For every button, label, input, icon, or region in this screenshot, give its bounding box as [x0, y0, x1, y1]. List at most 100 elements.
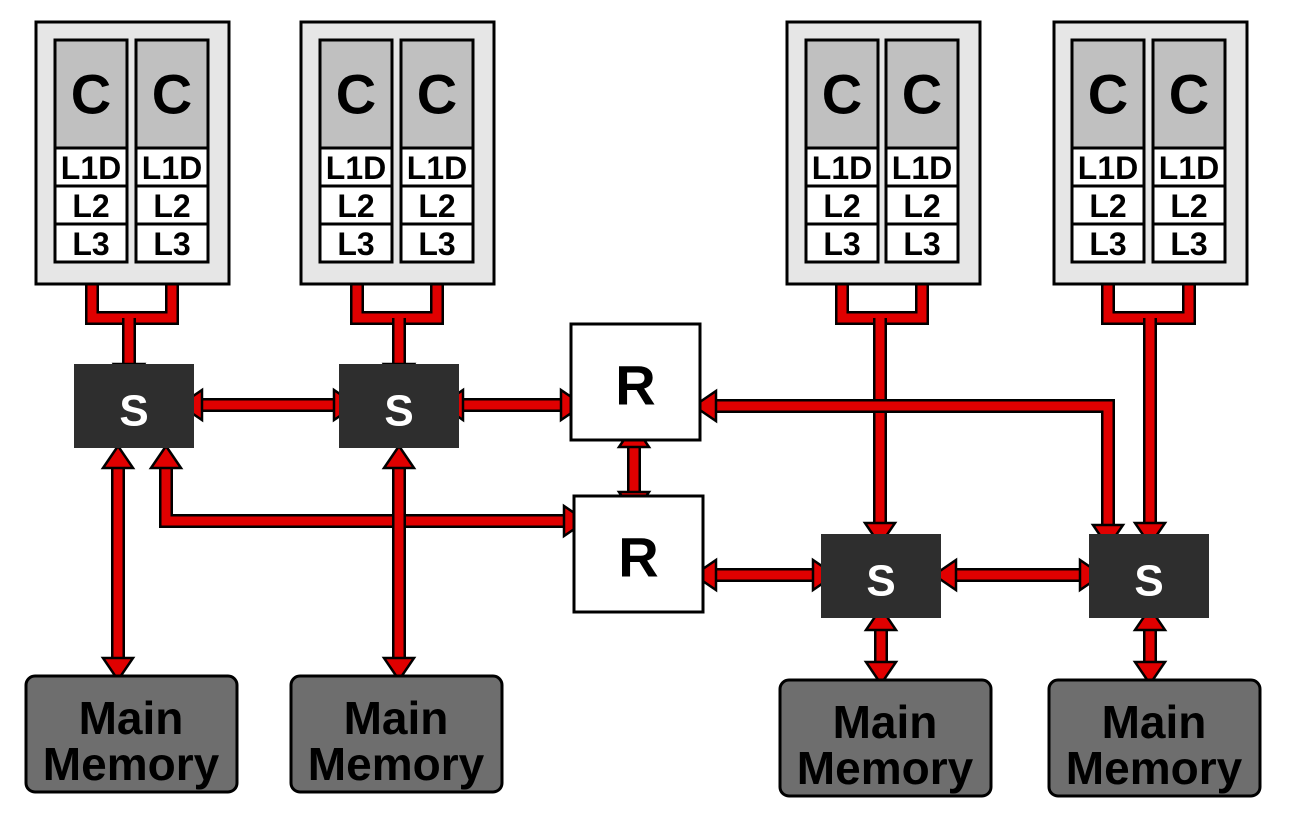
link-s2-r1: [438, 387, 586, 423]
router-label: R: [618, 526, 658, 589]
l1d-cache: [318, 146, 394, 188]
l2-cache-label: L2: [1170, 188, 1207, 224]
switch-1: S: [74, 364, 194, 448]
l3-cache-label: L3: [418, 226, 455, 262]
l3-cache: [1151, 222, 1227, 264]
link-s3-s4: [931, 557, 1105, 593]
link-s2-memory2: [381, 443, 417, 683]
link-s3-memory3: [863, 605, 899, 687]
memory-label-line2: Memory: [43, 738, 220, 790]
l2-cache: [804, 184, 880, 226]
link-s1-s2: [177, 387, 359, 423]
l3-cache-label: L3: [72, 226, 109, 262]
memory-label-line1: Main: [79, 692, 184, 744]
l3-cache: [804, 222, 880, 264]
l1d-cache-label: L1D: [61, 150, 121, 186]
core-label: C: [152, 63, 192, 126]
memory-label-line1: Main: [1102, 696, 1207, 748]
memory-label-line2: Memory: [1066, 742, 1243, 794]
router-1: R: [569, 322, 702, 442]
switch-label: S: [866, 557, 895, 606]
l2-cache-label: L2: [823, 188, 860, 224]
core-label: C: [1088, 63, 1128, 126]
switch-label: S: [1134, 557, 1163, 606]
core-label: C: [71, 63, 111, 126]
switch-2: S: [339, 364, 459, 448]
l3-cache-label: L3: [1170, 226, 1207, 262]
l2-cache: [318, 184, 394, 226]
l1d-cache-label: L1D: [407, 150, 467, 186]
switch-label: S: [384, 387, 413, 436]
l2-cache-label: L2: [1089, 188, 1126, 224]
l1d-cache-label: L1D: [142, 150, 202, 186]
l1d-cache-label: L1D: [1078, 150, 1138, 186]
l3-cache-label: L3: [1089, 226, 1126, 262]
switch-label: S: [119, 387, 148, 436]
l3-cache: [399, 222, 475, 264]
link-s1-memory1: [100, 443, 136, 683]
core-label: C: [1169, 63, 1209, 126]
link-s1-r2: [148, 443, 589, 539]
switch-4: S: [1089, 534, 1209, 618]
l1d-cache: [884, 146, 960, 188]
l1d-cache-label: L1D: [326, 150, 386, 186]
core-label: C: [902, 63, 942, 126]
components: CL1DL2L3CL1DL2L3CL1DL2L3CL1DL2L3CL1DL2L3…: [24, 20, 1262, 798]
l2-cache-label: L2: [153, 188, 190, 224]
l1d-cache-label: L1D: [1159, 150, 1219, 186]
l2-cache-label: L2: [418, 188, 455, 224]
l3-cache-label: L3: [153, 226, 190, 262]
core-label: C: [417, 63, 457, 126]
l2-cache: [134, 184, 210, 226]
memory-label-line1: Main: [344, 692, 449, 744]
l3-cache: [884, 222, 960, 264]
l1d-cache-label: L1D: [892, 150, 952, 186]
l2-cache-label: L2: [72, 188, 109, 224]
l3-cache: [134, 222, 210, 264]
link-socket3-s3: [862, 318, 898, 548]
l2-cache: [1070, 184, 1146, 226]
link-socket4-s4: [1132, 318, 1168, 548]
l1d-cache: [53, 146, 129, 188]
link-r2-s3: [691, 557, 838, 593]
link-r1-s4: [691, 388, 1126, 550]
core-label: C: [336, 63, 376, 126]
memory-label-line2: Memory: [797, 742, 974, 794]
memory-label-line1: Main: [833, 696, 938, 748]
switch-3: S: [821, 534, 941, 618]
l2-cache-label: L2: [337, 188, 374, 224]
l2-cache-label: L2: [903, 188, 940, 224]
memory-label-line2: Memory: [308, 738, 485, 790]
l3-cache-label: L3: [903, 226, 940, 262]
l1d-cache-label: L1D: [812, 150, 872, 186]
core-label: C: [822, 63, 862, 126]
l3-cache-label: L3: [823, 226, 860, 262]
router-2: R: [572, 494, 705, 614]
l3-cache: [318, 222, 394, 264]
l1d-cache: [134, 146, 210, 188]
l3-cache-label: L3: [337, 226, 374, 262]
l3-cache: [53, 222, 129, 264]
l2-cache: [884, 184, 960, 226]
link-s4-memory4: [1132, 605, 1168, 687]
router-label: R: [615, 354, 655, 417]
l3-cache: [1070, 222, 1146, 264]
l1d-cache: [1151, 146, 1227, 188]
